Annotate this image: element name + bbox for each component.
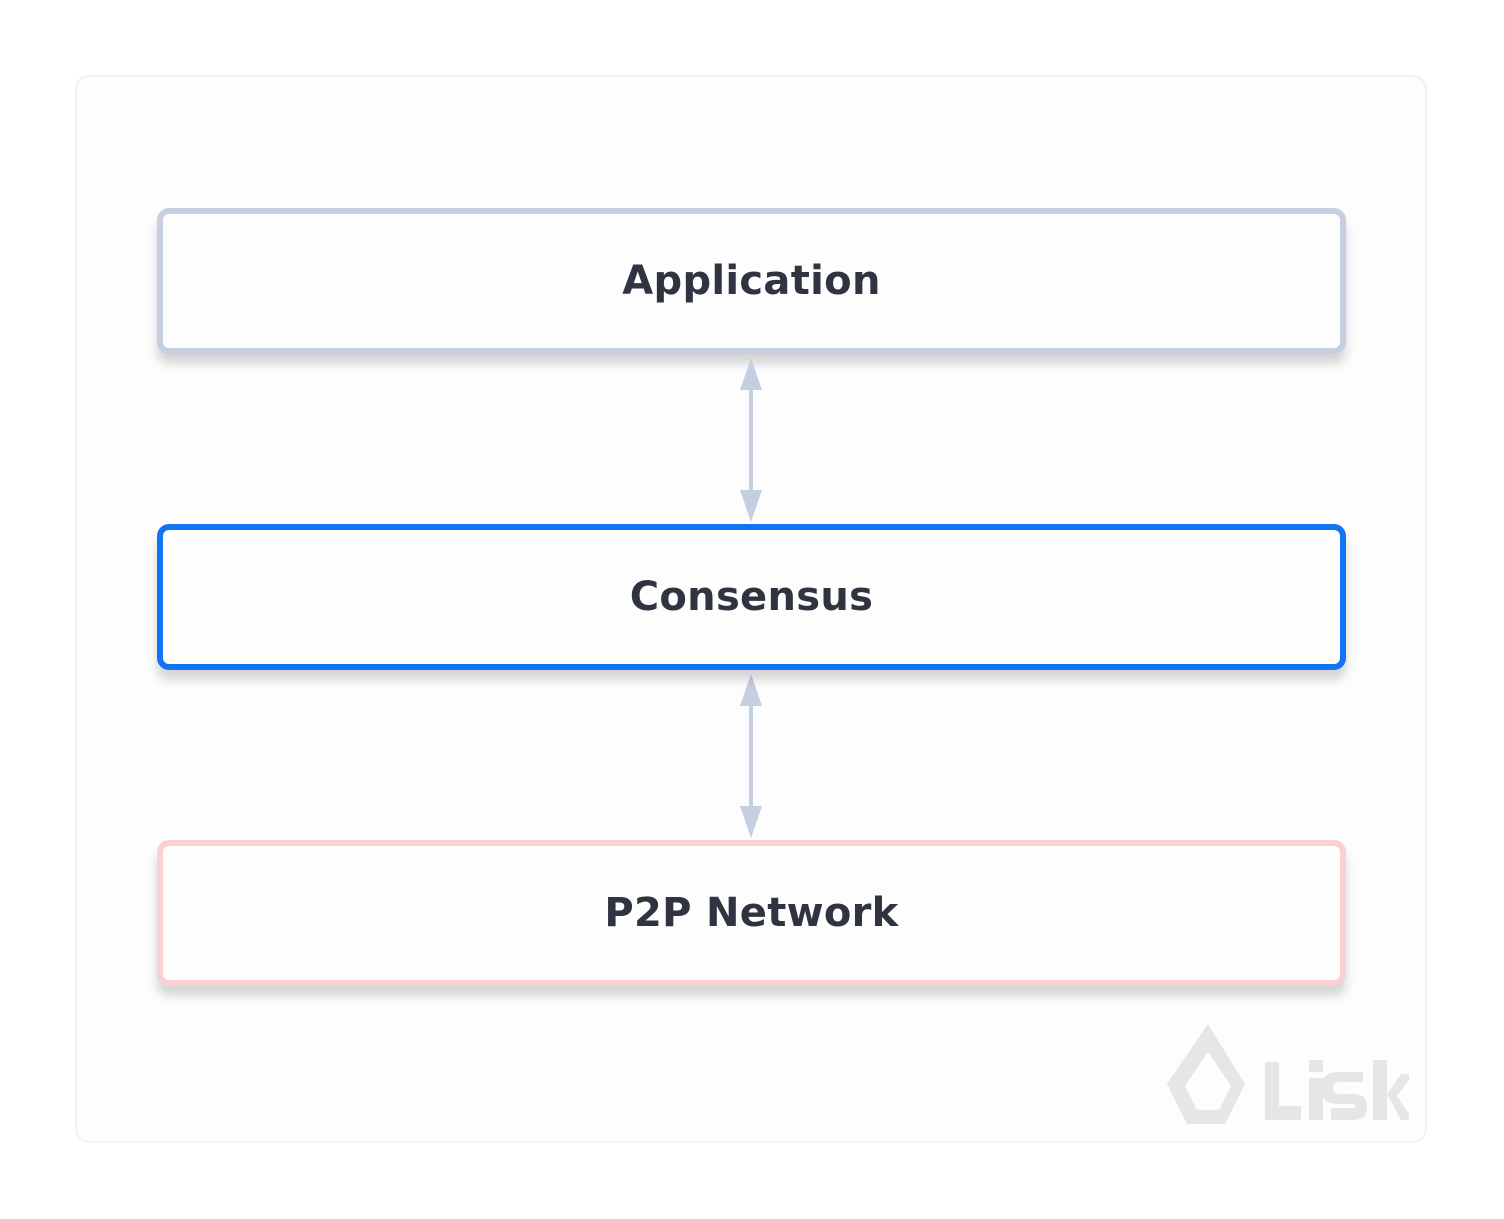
application-layer-box: Application xyxy=(157,208,1346,354)
consensus-layer-label: Consensus xyxy=(629,574,874,620)
p2p-network-layer-label: P2P Network xyxy=(604,890,899,936)
lisk-logo xyxy=(1167,1024,1409,1124)
arrowhead-down-icon xyxy=(740,490,762,522)
p2p-network-layer-box: P2P Network xyxy=(157,840,1346,986)
lisk-wordmark xyxy=(1265,1060,1409,1120)
connector-application-consensus xyxy=(740,358,762,522)
arrowhead-up-icon xyxy=(740,674,762,706)
application-layer-label: Application xyxy=(622,258,881,304)
arrowhead-up-icon xyxy=(740,358,762,390)
arrowhead-down-icon xyxy=(740,806,762,838)
lisk-logo-icon xyxy=(1167,1024,1245,1124)
consensus-layer-box: Consensus xyxy=(157,524,1346,670)
connector-consensus-network xyxy=(740,674,762,838)
